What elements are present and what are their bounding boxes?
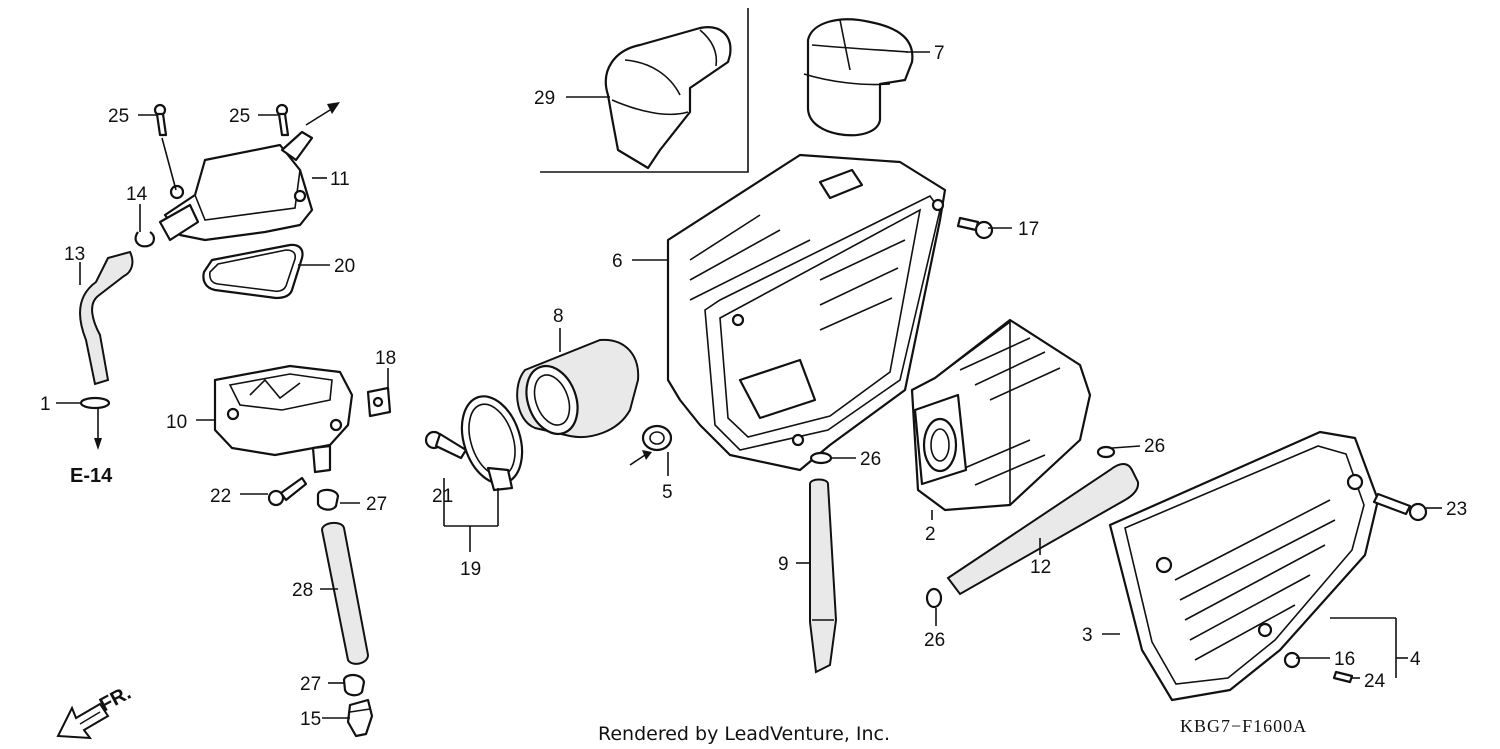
reference-e14: E-14 bbox=[70, 465, 113, 487]
callout-17: 17 bbox=[1018, 219, 1039, 240]
callout-6: 6 bbox=[612, 251, 623, 272]
part-16-collar[interactable] bbox=[1283, 651, 1301, 669]
part-12-drain-hose[interactable] bbox=[946, 463, 1140, 596]
part-24-screw[interactable] bbox=[1332, 670, 1354, 684]
part-9-drain-tube[interactable] bbox=[809, 478, 838, 674]
callout-23: 23 bbox=[1446, 499, 1467, 520]
part-27-clip-upper[interactable] bbox=[316, 488, 340, 511]
part-25-screw-left[interactable] bbox=[153, 103, 168, 137]
front-direction-marker: FR. bbox=[56, 682, 135, 740]
callout-9: 9 bbox=[778, 554, 789, 575]
callout-26-center: 26 bbox=[860, 449, 881, 470]
part-13-breather-hose[interactable] bbox=[79, 250, 134, 386]
part-10-breather-separator[interactable] bbox=[213, 364, 354, 474]
part-2-air-cleaner-element[interactable] bbox=[910, 318, 1092, 512]
callout-labels: 25 25 11 14 13 20 1 E-14 10 18 22 27 28 … bbox=[40, 43, 1467, 730]
part-20-gasket[interactable] bbox=[202, 243, 304, 300]
part-1-clamp[interactable] bbox=[79, 396, 111, 410]
callout-15: 15 bbox=[300, 709, 321, 730]
callout-16: 16 bbox=[1334, 649, 1355, 670]
part-22-screw[interactable] bbox=[267, 476, 308, 507]
part-14-clip[interactable] bbox=[134, 231, 155, 248]
inset-frame bbox=[540, 8, 749, 173]
callout-18: 18 bbox=[375, 348, 396, 369]
part-11-breather-cover[interactable] bbox=[158, 130, 314, 242]
part-25-screw-right[interactable] bbox=[275, 103, 290, 137]
part-18-bracket[interactable] bbox=[366, 386, 392, 418]
callout-20: 20 bbox=[334, 256, 355, 277]
callout-27-upper: 27 bbox=[366, 494, 387, 515]
part-29-intake-elbow[interactable] bbox=[604, 26, 732, 170]
callout-4: 4 bbox=[1410, 649, 1421, 670]
part-23-bolt[interactable] bbox=[1372, 492, 1428, 522]
callout-25-left: 25 bbox=[108, 106, 129, 127]
part-17-bolt[interactable] bbox=[956, 216, 994, 240]
callout-29: 29 bbox=[534, 88, 555, 109]
callout-1: 1 bbox=[40, 394, 51, 415]
part-27-clip-lower[interactable] bbox=[342, 673, 366, 697]
callout-14: 14 bbox=[126, 184, 148, 205]
part-26-clip-center[interactable] bbox=[809, 451, 833, 465]
callout-26-right: 26 bbox=[1144, 436, 1165, 457]
part-26-clip-right[interactable] bbox=[1096, 445, 1116, 459]
diagram-code: KBG7−F1600A bbox=[1180, 716, 1307, 736]
callout-5: 5 bbox=[662, 482, 673, 503]
part-26-clip-lower[interactable] bbox=[925, 587, 943, 609]
part-19-connecting-band[interactable] bbox=[451, 389, 532, 492]
part-28-drain-tube[interactable] bbox=[320, 522, 370, 665]
part-3-side-cover[interactable] bbox=[1108, 430, 1380, 702]
callout-8: 8 bbox=[553, 306, 564, 327]
part-7-duct-cap[interactable] bbox=[803, 18, 914, 137]
callout-13: 13 bbox=[64, 244, 85, 265]
callout-22: 22 bbox=[210, 486, 231, 507]
part-21-bolt[interactable] bbox=[424, 430, 468, 460]
part-6-air-cleaner-case[interactable] bbox=[666, 153, 947, 472]
callout-11: 11 bbox=[330, 169, 350, 190]
callout-7: 7 bbox=[934, 43, 945, 64]
part-5-grommet[interactable] bbox=[641, 424, 673, 452]
part-15-drain-plug[interactable] bbox=[346, 698, 374, 738]
callout-26-lower: 26 bbox=[924, 630, 945, 651]
leader-lines bbox=[56, 51, 1442, 719]
callout-19: 19 bbox=[460, 559, 481, 580]
part-8-connecting-tube[interactable] bbox=[516, 338, 640, 441]
credit-text: Rendered by LeadVenture, Inc. bbox=[598, 723, 890, 745]
callout-10: 10 bbox=[166, 412, 187, 433]
callout-27-lower: 27 bbox=[300, 674, 321, 695]
callout-24: 24 bbox=[1364, 671, 1386, 692]
callout-12: 12 bbox=[1030, 557, 1051, 578]
callout-28: 28 bbox=[292, 580, 313, 601]
callout-2: 2 bbox=[925, 524, 936, 545]
callout-3: 3 bbox=[1082, 625, 1093, 646]
callout-21: 21 bbox=[432, 486, 453, 507]
callout-25-right: 25 bbox=[229, 106, 250, 127]
